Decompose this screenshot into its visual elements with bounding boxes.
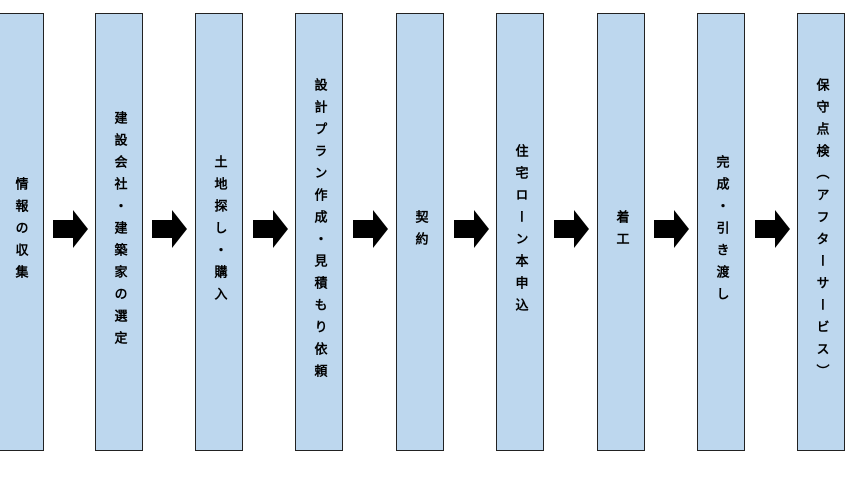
step-box: 着工 — [597, 13, 645, 451]
step-box: 契約 — [396, 13, 444, 451]
step-label: 住宅ローン本申込 — [512, 144, 528, 320]
step-label: 着工 — [613, 210, 629, 254]
right-arrow-icon — [755, 210, 790, 248]
right-arrow-icon — [654, 210, 689, 248]
step-label: 建設会社・建築家の選定 — [111, 111, 127, 353]
step-label: 契約 — [412, 210, 428, 254]
right-arrow-icon — [152, 210, 187, 248]
right-arrow-icon — [253, 210, 288, 248]
step-box: 土地探し・購入 — [195, 13, 243, 451]
step-label: 完成・引き渡し — [713, 155, 729, 309]
step-label: 情報の収集 — [12, 177, 28, 287]
step-box: 建設会社・建築家の選定 — [95, 13, 143, 451]
step-box: 情報の収集 — [0, 13, 44, 451]
right-arrow-icon — [454, 210, 489, 248]
right-arrow-icon — [353, 210, 388, 248]
step-box: 設計プラン作成・見積もり依頼 — [295, 13, 343, 451]
step-box: 完成・引き渡し — [697, 13, 745, 451]
right-arrow-icon — [53, 210, 88, 248]
step-box: 保守点検（アフターサービス） — [797, 13, 845, 451]
step-label: 保守点検（アフターサービス） — [813, 78, 829, 386]
step-label: 土地探し・購入 — [211, 155, 227, 309]
step-label: 設計プラン作成・見積もり依頼 — [311, 78, 327, 386]
right-arrow-icon — [554, 210, 589, 248]
step-box: 住宅ローン本申込 — [496, 13, 544, 451]
